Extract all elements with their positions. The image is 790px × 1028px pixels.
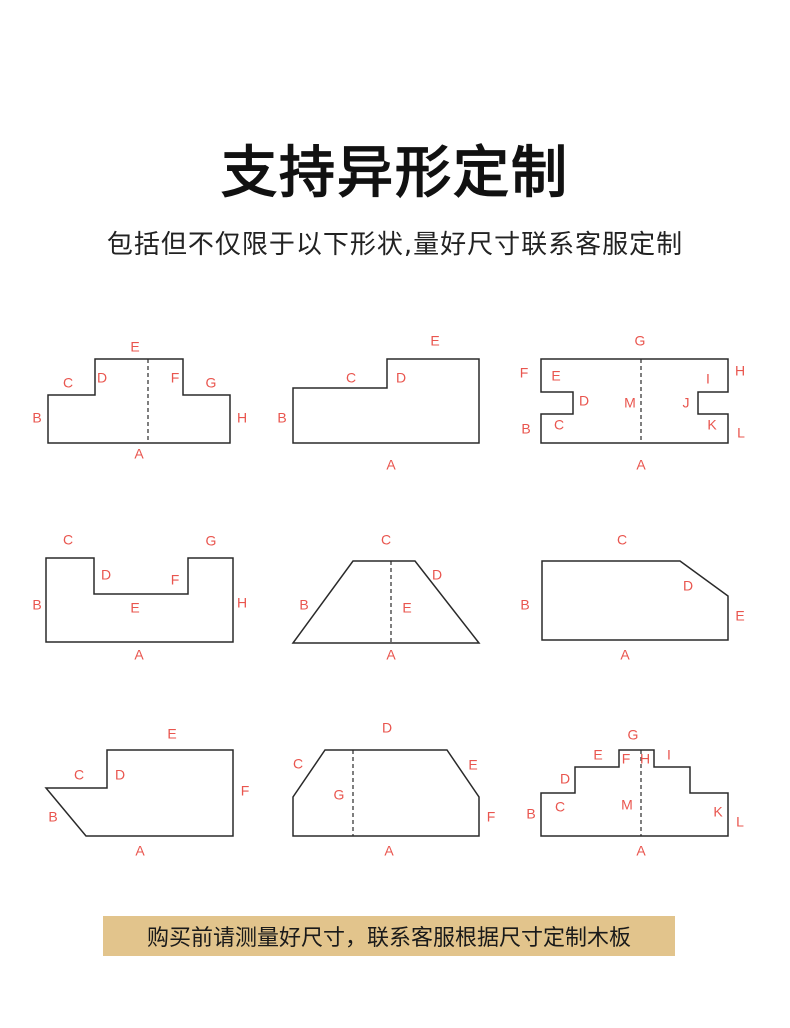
shape-3: A B CD E F G H IJ K L M (520, 333, 745, 473)
shape-3-label-a: A (636, 457, 646, 473)
shape-1-label-h: H (237, 410, 247, 426)
shape-4-label-b: B (32, 597, 41, 613)
shape-9-label-k: K (713, 804, 723, 820)
shape-3-label-l: L (737, 425, 745, 441)
shape-6-outline (541, 560, 729, 641)
shape-1: A B C D E F G H (32, 339, 247, 462)
shape-6-label-a: A (620, 647, 630, 663)
shape-9: A B CD E FGH I KL M (526, 727, 744, 859)
shape-2-label-a: A (386, 457, 396, 473)
shape-6: A B C D E (520, 532, 744, 663)
shape-3-label-b: B (521, 421, 530, 437)
shape-1-label-d: D (97, 370, 107, 386)
shape-4-label-h: H (237, 595, 247, 611)
shape-9-label-g: G (628, 727, 639, 743)
shape-6-label-c: C (617, 532, 627, 548)
shape-5-label-e: E (402, 600, 411, 616)
shape-5-label-a: A (386, 647, 396, 663)
shape-7-outline (44, 749, 234, 837)
shape-3-label-f: F (520, 365, 529, 381)
shape-3-label-m: M (624, 395, 636, 411)
shape-8-label-f: F (487, 809, 496, 825)
shape-5-label-c: C (381, 532, 391, 548)
shape-9-label-d: D (560, 771, 570, 787)
shape-9-label-l: L (736, 814, 744, 830)
shape-9-label-a: A (636, 843, 646, 859)
shape-9-outline (540, 749, 729, 837)
page-title: 支持异形定制 (221, 141, 569, 206)
shape-3-label-g: G (635, 333, 646, 349)
shape-7-label-d: D (115, 767, 125, 783)
shape-9-label-i: I (667, 747, 671, 763)
shape-1-outline (47, 358, 231, 444)
shape-4-label-c: C (63, 532, 73, 548)
shape-9-label-m: M (621, 797, 633, 813)
shape-3-label-d: D (579, 393, 589, 409)
page-subtitle: 包括但不仅限于以下形状,量好尺寸联系客服定制 (106, 230, 684, 260)
shape-4-label-g: G (206, 533, 217, 549)
shape-8-label-c: C (293, 756, 303, 772)
shape-1-label-g: G (206, 375, 217, 391)
shape-7-label-e: E (167, 726, 176, 742)
shape-3-label-i: I (706, 371, 710, 387)
shape-3-outline (540, 358, 729, 444)
shape-2-label-d: D (396, 370, 406, 386)
shape-9-label-f: F (622, 751, 631, 767)
shape-4-label-a: A (134, 647, 144, 663)
shape-2-label-b: B (277, 410, 286, 426)
shape-1-label-e: E (130, 339, 139, 355)
shape-9-label-h: H (640, 751, 650, 767)
shape-8-label-e: E (468, 757, 477, 773)
shape-8-label-d: D (382, 720, 392, 736)
shape-1-label-b: B (32, 410, 41, 426)
shape-7-label-f: F (241, 783, 250, 799)
notice-banner: 购买前请测量好尺寸，联系客服根据尺寸定制木板 (103, 916, 675, 956)
shape-2-outline (292, 358, 480, 444)
shape-7: A B C D E F (44, 726, 250, 859)
shape-7-label-c: C (74, 767, 84, 783)
shape-4-label-d: D (101, 567, 111, 583)
shape-6-label-e: E (735, 608, 744, 624)
shape-6-label-d: D (683, 578, 693, 594)
shape-2-label-c: C (346, 370, 356, 386)
shape-8-label-g: G (334, 787, 345, 803)
shape-9-label-b: B (526, 806, 535, 822)
shape-3-label-j: J (683, 395, 690, 411)
shape-1-label-a: A (134, 446, 144, 462)
shape-7-label-b: B (48, 809, 57, 825)
shape-1-label-f: F (171, 370, 180, 386)
shape-3-label-h: H (735, 363, 745, 379)
shape-5-label-d: D (432, 567, 442, 583)
shape-2-label-e: E (430, 333, 439, 349)
shape-4-outline (45, 557, 234, 643)
shape-4-label-e: E (130, 600, 139, 616)
shape-1-label-c: C (63, 375, 73, 391)
notice-banner-text: 购买前请测量好尺寸，联系客服根据尺寸定制木板 (146, 926, 631, 951)
shape-9-label-e: E (593, 747, 602, 763)
shape-3-label-k: K (707, 417, 717, 433)
shape-2: A B C D E (277, 333, 480, 473)
shape-4: A B C D E F G H (32, 532, 247, 663)
shape-8-label-a: A (384, 843, 394, 859)
shape-3-label-c: C (554, 417, 564, 433)
shape-9-label-c: C (555, 799, 565, 815)
shape-3-label-e: E (551, 368, 560, 384)
shape-5: A B C D E (291, 532, 481, 663)
shape-5-outline (291, 560, 481, 644)
shape-8-outline (292, 749, 480, 837)
shape-7-label-a: A (135, 843, 145, 859)
shape-6-label-b: B (520, 597, 529, 613)
shape-4-label-f: F (171, 572, 180, 588)
shape-8: A C D E F G (292, 720, 496, 859)
shape-5-label-b: B (299, 597, 308, 613)
